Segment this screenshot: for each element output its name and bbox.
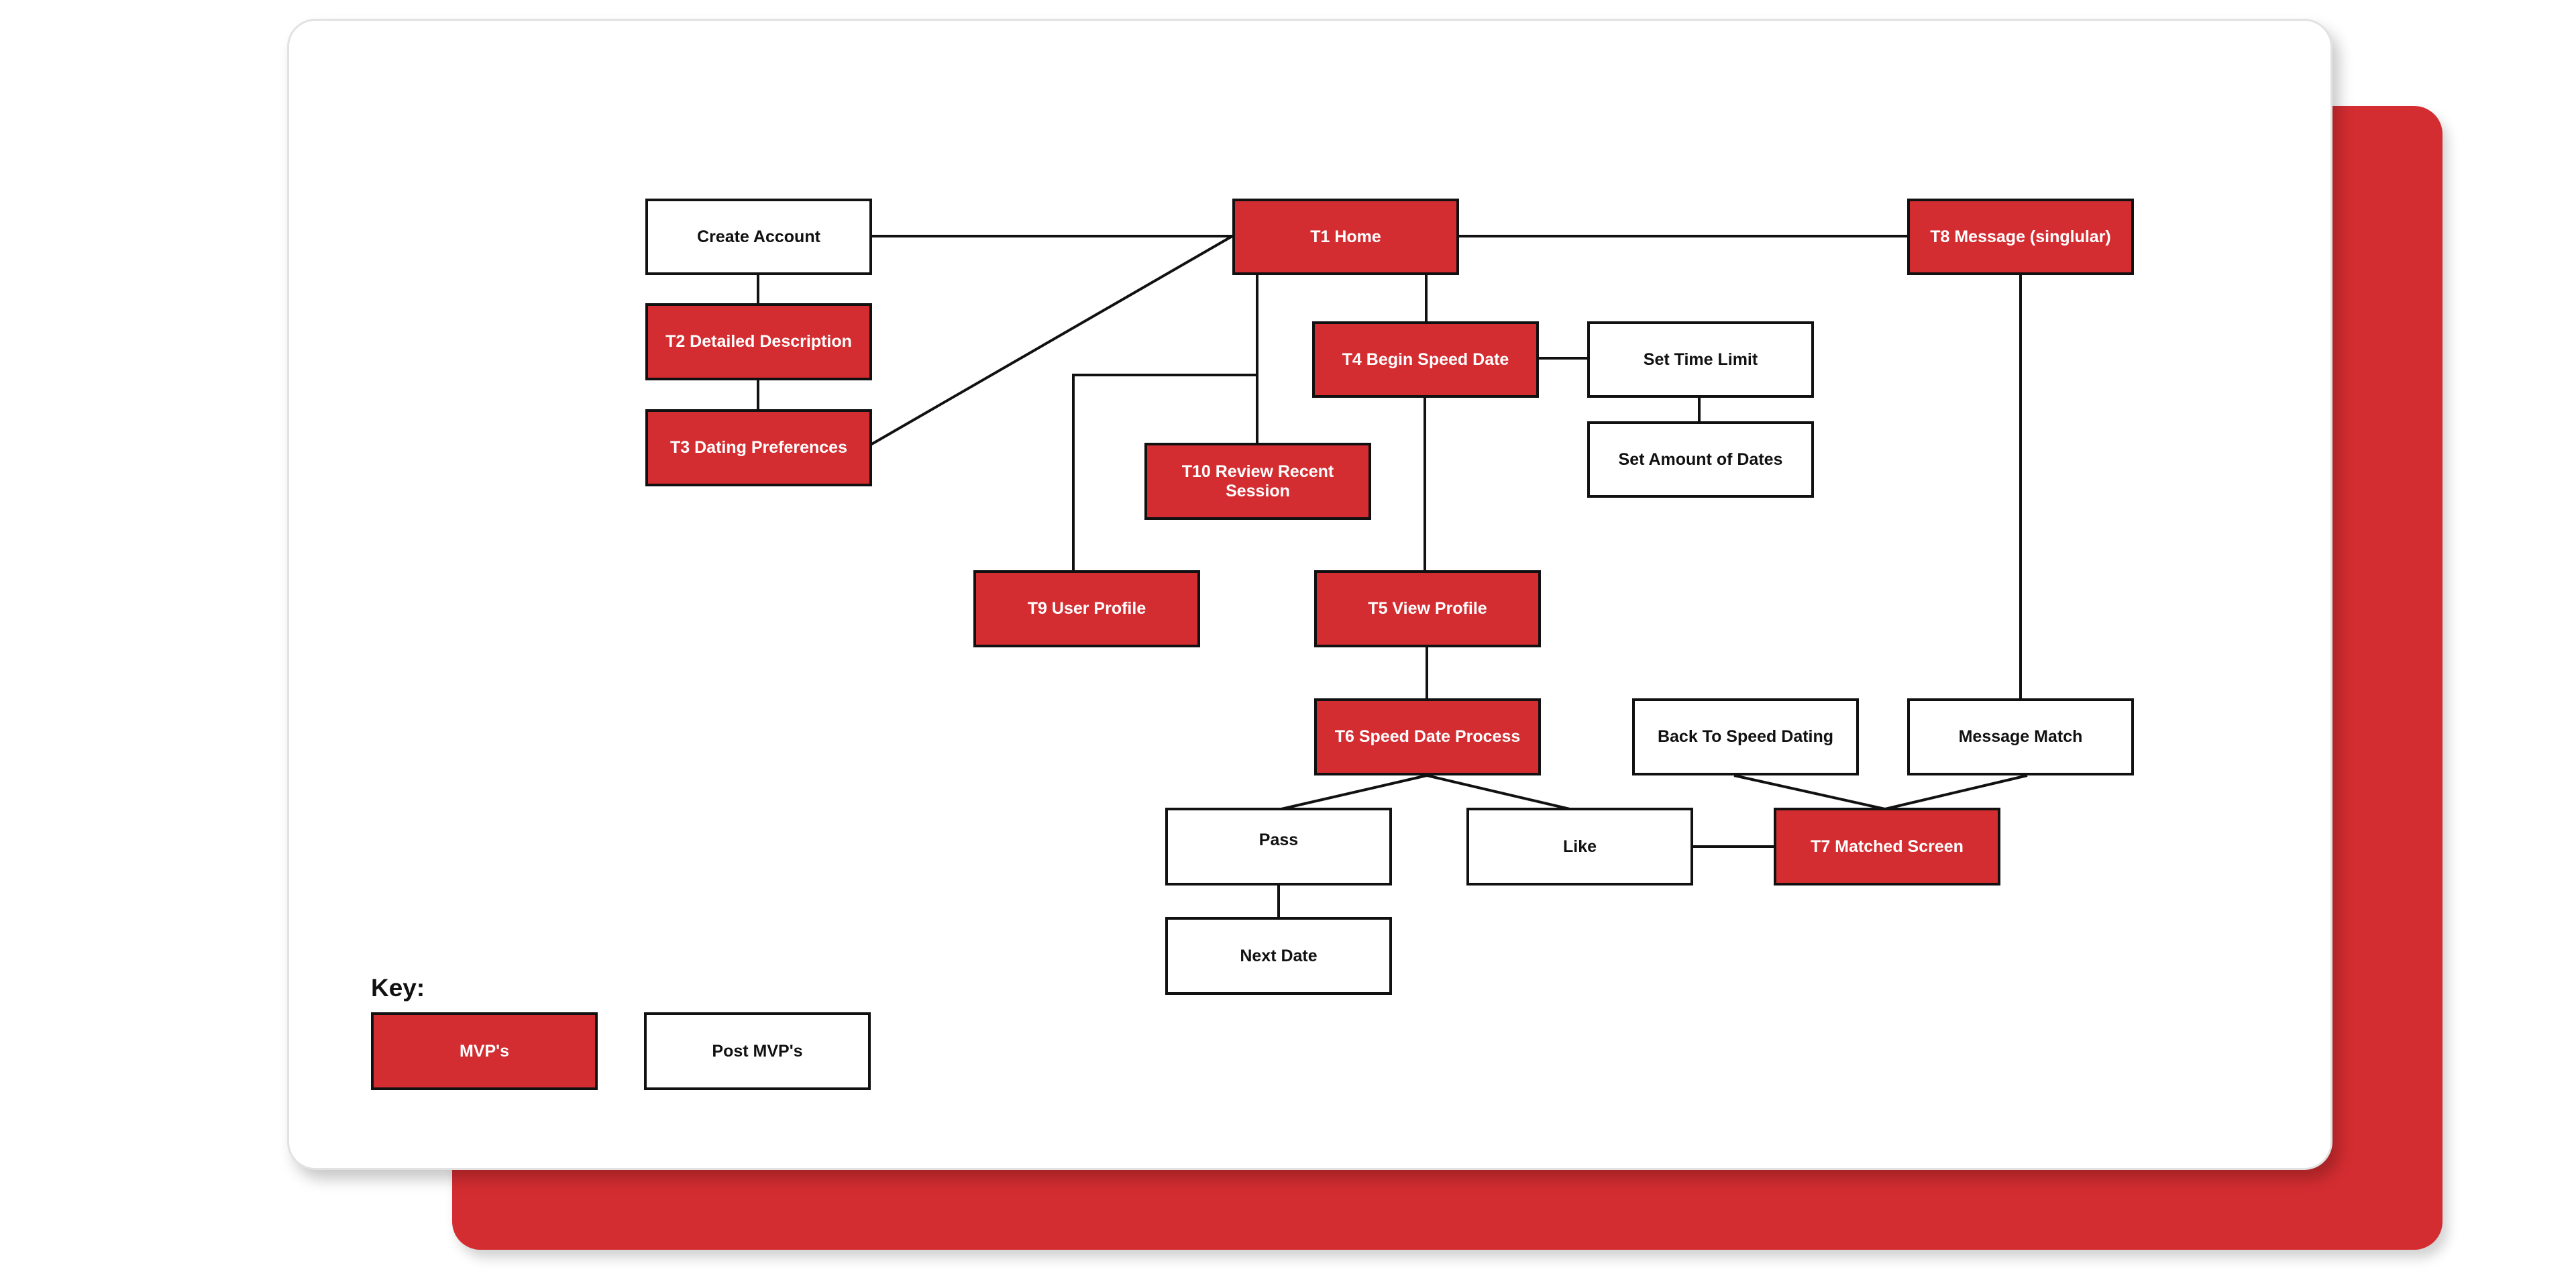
node-t8-message: T8 Message (singlular) (1907, 199, 2134, 275)
node-t6-speed-date-process: T6 Speed Date Process (1314, 698, 1541, 775)
node-set-amount-of-dates: Set Amount of Dates (1587, 421, 1814, 498)
node-t2-detailed-description: T2 Detailed Description (645, 303, 872, 380)
node-pass: Pass (1165, 808, 1392, 885)
node-create-account: Create Account (645, 199, 872, 275)
key-title: Key: (371, 974, 425, 1002)
node-like: Like (1466, 808, 1693, 885)
edge-t3-t1-home (869, 235, 1233, 447)
edge-t7-back-to-speed-dating (1733, 774, 1886, 810)
edge-t6-pass (1281, 774, 1428, 810)
node-t9-user-profile: T9 User Profile (973, 570, 1200, 647)
node-back-to-speed-dating: Back To Speed Dating (1632, 698, 1859, 775)
node-set-time-limit: Set Time Limit (1587, 321, 1814, 398)
node-t7-matched-screen: T7 Matched Screen (1774, 808, 2000, 885)
edge-t1-home-t9 (1072, 374, 1257, 572)
node-t4-begin-speed-date: T4 Begin Speed Date (1312, 321, 1539, 398)
key-mvp-swatch: MVP's (371, 1012, 598, 1090)
node-t1-home: T1 Home (1232, 199, 1459, 275)
key-post-mvp-swatch: Post MVP's (644, 1012, 871, 1090)
edge-t7-message-match (1884, 774, 2028, 810)
node-t5-view-profile: T5 View Profile (1314, 570, 1541, 647)
node-message-match: Message Match (1907, 698, 2134, 775)
node-t3-dating-preferences: T3 Dating Preferences (645, 409, 872, 486)
edge-t6-like (1426, 774, 1570, 810)
node-next-date: Next Date (1165, 917, 1392, 995)
node-t10-review-recent-session: T10 Review Recent Session (1144, 443, 1371, 520)
